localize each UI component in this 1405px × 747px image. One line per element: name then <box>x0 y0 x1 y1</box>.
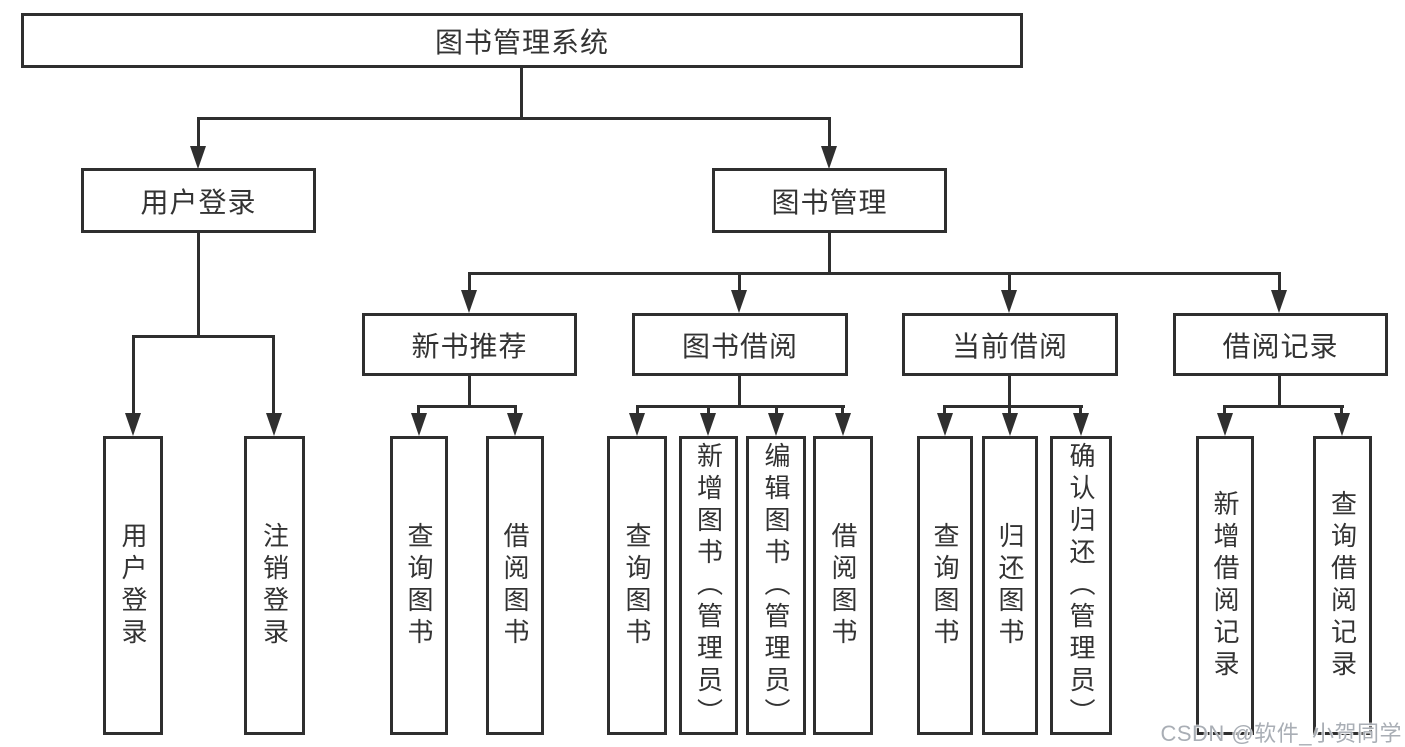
arrow-down-icon <box>125 413 141 436</box>
connector-line <box>738 376 741 408</box>
leaf-label: 查询借阅记录 <box>1327 489 1358 682</box>
arrow-down-icon <box>190 146 206 169</box>
arrow-down-icon <box>768 413 784 436</box>
connector-line <box>468 272 1281 275</box>
leaf-label: 查询图书 <box>622 521 652 650</box>
csdn-watermark: CSDN @软件_小贺同学 <box>1160 721 1402 746</box>
connector-line <box>272 335 275 415</box>
arrow-down-icon <box>1002 413 1018 436</box>
leaf-label: 新增图书（管理员） <box>693 441 724 730</box>
connector-line <box>828 233 831 274</box>
connector-line <box>1278 376 1281 408</box>
connector-line <box>775 405 778 415</box>
leaf-return-books: 归还图书 <box>982 436 1038 735</box>
node-library-system: 图书管理系统 <box>21 13 1023 68</box>
leaf-query-borrow-record: 查询借阅记录 <box>1313 436 1372 735</box>
leaf-label: 新增借阅记录 <box>1210 489 1240 682</box>
leaf-confirm-return-admin: 确认归还（管理员） <box>1050 436 1112 735</box>
node-label: 用户登录 <box>140 186 257 218</box>
leaf-borrow-books-recommend: 借阅图书 <box>486 436 544 735</box>
leaf-label: 编辑图书（管理员） <box>761 441 791 730</box>
connector-line <box>738 272 741 292</box>
leaf-query-books-recommend: 查询图书 <box>390 436 448 735</box>
connector-line <box>841 405 844 415</box>
leaf-user-login: 用户登录 <box>103 436 163 735</box>
connector-line <box>636 405 639 415</box>
node-new-book-recommend: 新书推荐 <box>362 313 577 376</box>
connector-line <box>1008 272 1011 292</box>
connector-line <box>1079 405 1082 415</box>
connector-line <box>943 405 946 415</box>
connector-line <box>1223 405 1226 415</box>
connector-line <box>1223 405 1344 408</box>
node-user-login: 用户登录 <box>81 168 316 233</box>
arrow-down-icon <box>1001 290 1017 313</box>
node-label: 图书借阅 <box>681 330 798 362</box>
node-label: 图书管理 <box>771 186 888 218</box>
arrow-down-icon <box>1271 290 1287 313</box>
connector-line <box>520 68 523 119</box>
connector-line <box>468 376 471 408</box>
leaf-label: 归还图书 <box>995 521 1025 650</box>
leaf-label: 确认归还（管理员） <box>1066 441 1096 730</box>
connector-line <box>636 405 845 408</box>
arrow-down-icon <box>1073 413 1089 436</box>
arrow-down-icon <box>700 413 716 436</box>
arrow-down-icon <box>835 413 851 436</box>
leaf-label: 查询图书 <box>404 521 434 650</box>
arrow-down-icon <box>461 290 477 313</box>
arrow-down-icon <box>266 413 282 436</box>
connector-line <box>132 335 275 338</box>
leaf-add-books-admin: 新增图书（管理员） <box>679 436 738 735</box>
connector-line <box>514 405 517 415</box>
connector-line <box>707 405 710 415</box>
leaf-query-books-current: 查询图书 <box>917 436 973 735</box>
connector-line <box>1340 405 1343 415</box>
connector-line <box>417 405 420 415</box>
leaf-query-books-borrowing: 查询图书 <box>607 436 667 735</box>
connector-line <box>943 405 1083 408</box>
connector-line <box>197 117 831 120</box>
node-borrow-records: 借阅记录 <box>1173 313 1388 376</box>
node-label: 借阅记录 <box>1222 330 1339 362</box>
connector-line <box>1008 376 1011 408</box>
leaf-label: 用户登录 <box>118 521 148 650</box>
arrow-down-icon <box>629 413 645 436</box>
arrow-down-icon <box>411 413 427 436</box>
leaf-logout: 注销登录 <box>244 436 305 735</box>
node-book-borrowing: 图书借阅 <box>632 313 848 376</box>
leaf-add-borrow-record: 新增借阅记录 <box>1196 436 1254 735</box>
leaf-edit-books-admin: 编辑图书（管理员） <box>746 436 806 735</box>
connector-line <box>468 272 471 292</box>
arrow-down-icon <box>937 413 953 436</box>
node-label: 图书管理系统 <box>434 26 609 58</box>
arrow-down-icon <box>731 290 747 313</box>
connector-line <box>828 117 831 148</box>
arrow-down-icon <box>1334 413 1350 436</box>
connector-line <box>197 233 200 337</box>
connector-line <box>132 335 135 415</box>
node-label: 新书推荐 <box>411 330 528 362</box>
connector-line <box>1278 272 1281 292</box>
arrow-down-icon <box>507 413 523 436</box>
leaf-label: 注销登录 <box>259 521 290 650</box>
leaf-borrow-books: 借阅图书 <box>813 436 873 735</box>
connector-line <box>417 405 517 408</box>
arrow-down-icon <box>1217 413 1233 436</box>
leaf-label: 查询图书 <box>930 521 960 650</box>
node-book-management: 图书管理 <box>712 168 947 233</box>
connector-line <box>197 117 200 148</box>
node-label: 当前借阅 <box>951 330 1068 362</box>
connector-line <box>1008 405 1011 415</box>
node-current-borrowing: 当前借阅 <box>902 313 1118 376</box>
leaf-label: 借阅图书 <box>828 521 858 650</box>
leaf-label: 借阅图书 <box>500 521 530 650</box>
arrow-down-icon <box>821 146 837 169</box>
